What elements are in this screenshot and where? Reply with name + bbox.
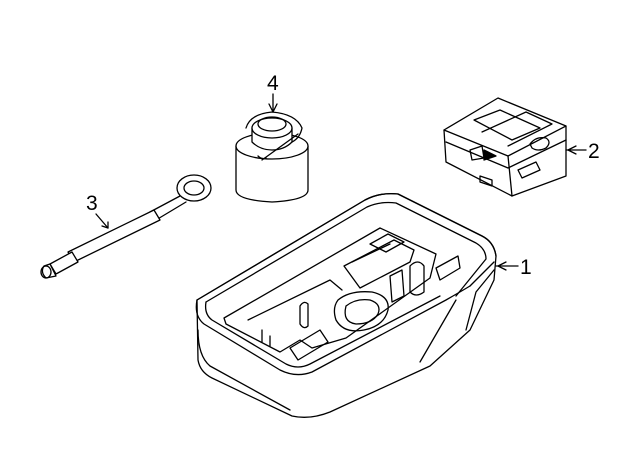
callout-3: 3 [86, 192, 98, 215]
callout-4: 4 [267, 72, 279, 95]
part-4-sealant-bottle [235, 93, 309, 203]
part-1-storage-tray [195, 192, 519, 418]
callout-1: 1 [520, 256, 532, 279]
part-2-repair-kit-box [443, 97, 587, 197]
callout-2: 2 [588, 140, 600, 163]
part-3-wrench [40, 174, 212, 279]
